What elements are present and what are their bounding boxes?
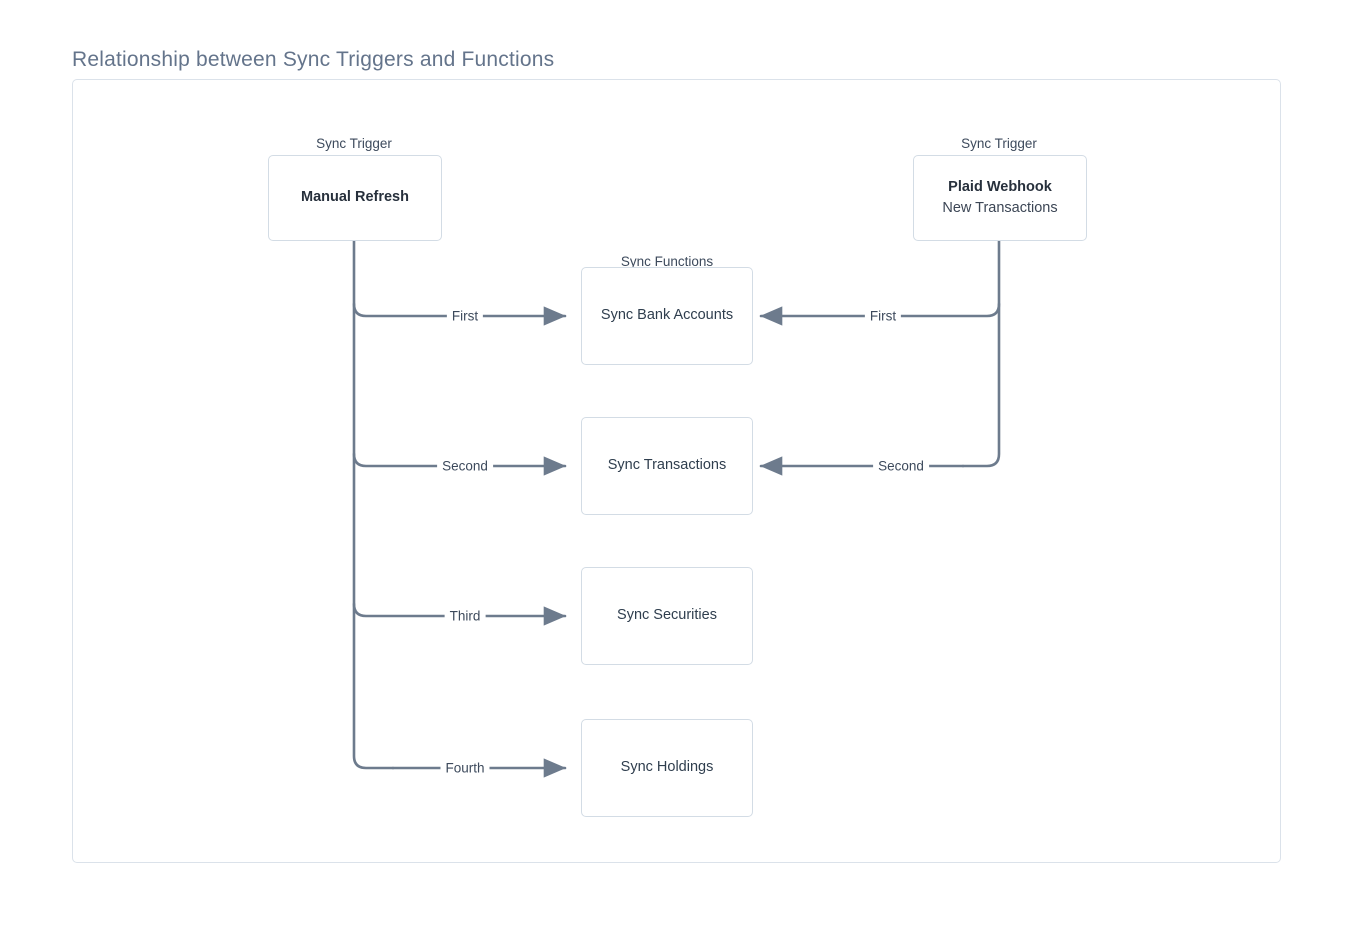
cluster-label-trigger-right: Sync Trigger xyxy=(961,136,1037,151)
node-sync-holdings[interactable]: Sync Holdings xyxy=(581,719,753,817)
edge-label-third-left: Third xyxy=(444,609,486,623)
cluster-label-sync-functions: Sync Functions xyxy=(620,254,714,269)
edge-label-fourth-left: Fourth xyxy=(440,761,490,775)
node-plaid-webhook[interactable]: Plaid Webhook New Transactions xyxy=(913,155,1087,241)
diagram-canvas: Sync Trigger Sync Functions Sync Trigger… xyxy=(72,79,1281,863)
edge-label-first-left: First xyxy=(446,309,484,323)
node-plaid-webhook-title: Plaid Webhook xyxy=(948,178,1052,195)
node-sync-securities-title: Sync Securities xyxy=(617,607,717,624)
node-sync-transactions[interactable]: Sync Transactions xyxy=(581,417,753,515)
edge-label-first-right: First xyxy=(864,309,902,323)
edge-trunk-left xyxy=(352,239,395,770)
node-sync-bank-accounts-title: Sync Bank Accounts xyxy=(600,307,734,324)
cluster-label-trigger-left: Sync Trigger xyxy=(316,136,392,151)
edge-label-second-right: Second xyxy=(873,459,929,473)
node-sync-securities[interactable]: Sync Securities xyxy=(581,567,753,665)
node-manual-refresh-title: Manual Refresh xyxy=(301,189,409,206)
node-manual-refresh[interactable]: Manual Refresh xyxy=(268,155,442,241)
node-plaid-webhook-subtitle: New Transactions xyxy=(942,200,1058,216)
edge-trunk-right xyxy=(961,239,1001,468)
node-sync-transactions-title: Sync Transactions xyxy=(607,457,727,474)
node-sync-bank-accounts[interactable]: Sync Bank Accounts xyxy=(581,267,753,365)
page-title: Relationship between Sync Triggers and F… xyxy=(72,48,555,71)
node-sync-holdings-title: Sync Holdings xyxy=(620,759,714,776)
edge-label-second-left: Second xyxy=(437,459,493,473)
